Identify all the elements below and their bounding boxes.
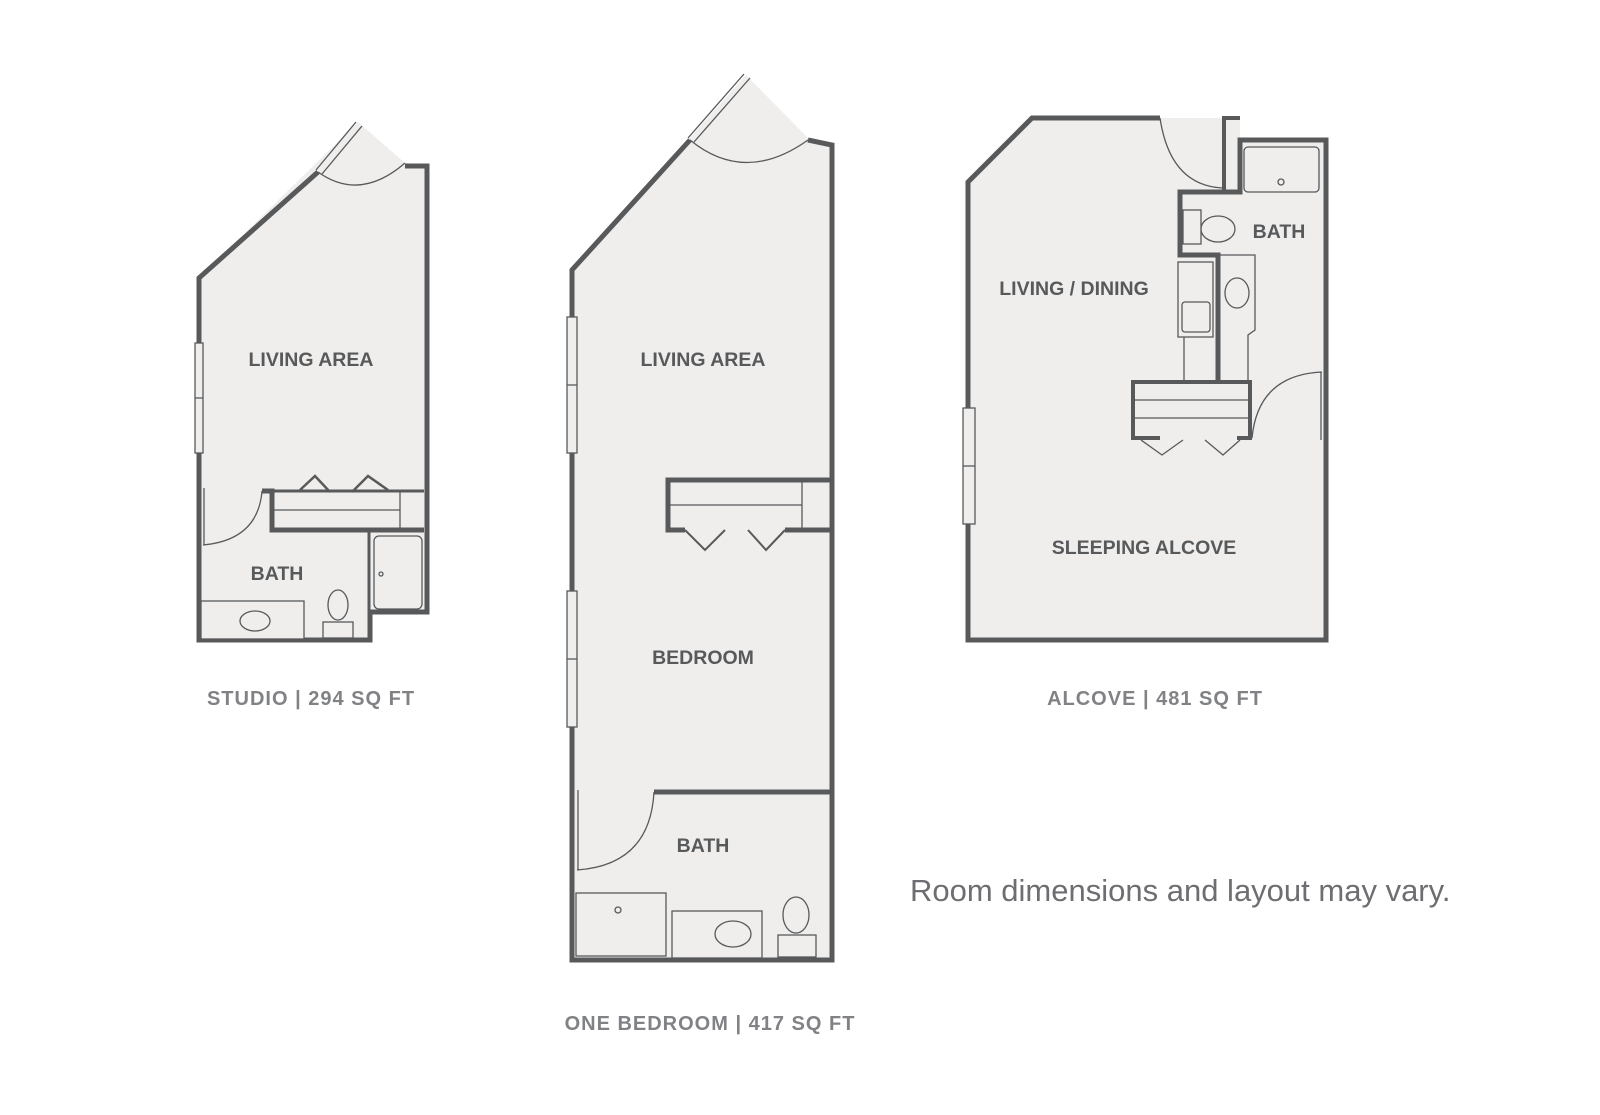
vanity xyxy=(200,600,305,640)
closet-door xyxy=(351,474,389,493)
door-swing xyxy=(317,162,406,186)
plan-caption-one-bedroom: ONE BEDROOM | 417 SQ FT xyxy=(564,1013,856,1035)
bath-door-swing xyxy=(1251,371,1323,439)
room-label: LIVING AREA xyxy=(640,349,766,371)
sink xyxy=(239,610,271,632)
plan-caption-alcove: ALCOVE | 481 SQ FT xyxy=(1047,688,1263,710)
closet-door xyxy=(299,474,331,493)
bath-door-swing xyxy=(576,791,655,871)
room-label: LIVING / DINING xyxy=(999,278,1149,300)
vanity xyxy=(671,910,763,959)
bath-door-swing xyxy=(202,490,263,546)
room-label: BATH xyxy=(676,835,730,857)
entry-door-leaf xyxy=(315,121,363,175)
closet-door xyxy=(684,529,726,552)
room-label: BATH xyxy=(250,563,304,585)
shower xyxy=(1243,146,1320,193)
toilet xyxy=(327,589,349,621)
closet-door xyxy=(1140,439,1184,456)
shower xyxy=(373,535,423,610)
toilet xyxy=(782,896,810,934)
studio-plan xyxy=(194,121,430,643)
door-swing xyxy=(1159,117,1223,189)
room-label: BATH xyxy=(1252,221,1306,243)
closet-door xyxy=(1204,439,1241,456)
plan-caption-studio: STUDIO | 294 SQ FT xyxy=(206,688,416,710)
sink xyxy=(714,920,752,948)
disclaimer-note: Room dimensions and layout may vary. xyxy=(910,873,1451,908)
one-bedroom-plan xyxy=(566,73,835,963)
shower xyxy=(575,892,667,957)
door-swing xyxy=(689,139,809,164)
room-label: SLEEPING ALCOVE xyxy=(1051,537,1237,559)
entry-door-leaf xyxy=(687,73,751,143)
room-label: LIVING AREA xyxy=(248,349,374,371)
closet-door xyxy=(747,529,786,552)
kitchenette xyxy=(1177,261,1214,338)
room-label: BEDROOM xyxy=(652,647,754,669)
toilet xyxy=(1200,215,1236,243)
vanity xyxy=(1218,254,1256,383)
alcove-plan xyxy=(962,115,1329,643)
sink xyxy=(1224,277,1250,309)
